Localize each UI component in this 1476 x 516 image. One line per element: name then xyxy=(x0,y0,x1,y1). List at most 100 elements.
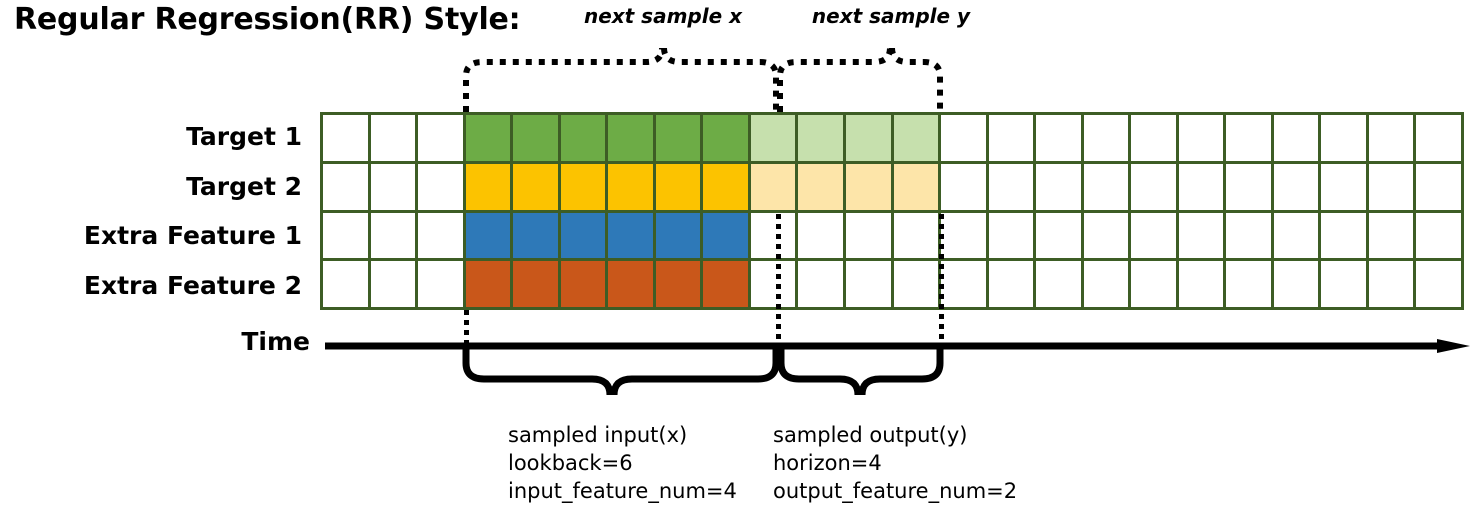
grid-cell-r2-c22-empty xyxy=(1321,163,1366,210)
annotation-sampled-input: sampled input(x) lookback=6 input_featur… xyxy=(508,422,737,506)
brace-next-sample-y-left xyxy=(777,47,893,112)
brace-next-sample-y-right xyxy=(889,47,943,112)
grid-cell-r3-c16-empty xyxy=(1036,212,1081,259)
annotation-input-line-1: sampled input(x) xyxy=(508,423,688,447)
grid-cell-r2-c23-empty xyxy=(1368,163,1414,210)
grid-cell-r4-c6-input xyxy=(560,261,606,307)
grid-cell-r1-c17-empty xyxy=(1083,115,1129,161)
grid-cell-r4-c21-empty xyxy=(1273,261,1319,307)
guide-line-output-end xyxy=(939,214,944,346)
grid-cell-r1-c12-output xyxy=(845,115,891,161)
grid-cell-r1-c19-empty xyxy=(1178,115,1224,161)
grid-cell-r1-c14-empty xyxy=(941,115,986,161)
brace-next-sample-x-left xyxy=(463,47,665,112)
grid-cell-r1-c11-output xyxy=(798,115,843,161)
grid-cell-r2-c2-empty xyxy=(370,163,416,210)
grid-cell-r4-c17-empty xyxy=(1083,261,1129,307)
grid-cell-r1-c21-empty xyxy=(1273,115,1319,161)
grid-cell-r2-c21-empty xyxy=(1273,163,1319,210)
caption-next-sample-x: next sample x xyxy=(583,4,743,28)
grid-cell-r3-c5-input xyxy=(513,212,558,259)
annotation-sampled-output: sampled output(y) horizon=4 output_featu… xyxy=(773,422,1017,506)
grid-cell-r4-c14-empty xyxy=(941,261,986,307)
grid-cell-r3-c13-empty xyxy=(893,212,939,259)
grid-cell-r4-c23-empty xyxy=(1368,261,1414,307)
grid-cell-r2-c6-input xyxy=(560,163,606,210)
timeline-grid xyxy=(320,112,1464,310)
grid-cell-r1-c16-empty xyxy=(1036,115,1081,161)
grid-cell-r3-c4-input xyxy=(465,212,511,259)
brace-sampled-input-right xyxy=(610,347,780,396)
grid-cell-r3-c24-empty xyxy=(1416,212,1461,259)
grid-cell-r2-c16-empty xyxy=(1036,163,1081,210)
grid-cell-r2-c7-input xyxy=(608,163,653,210)
grid-cell-r4-c15-empty xyxy=(988,261,1034,307)
grid-cell-r4-c24-empty xyxy=(1416,261,1461,307)
grid-cell-r1-c13-output xyxy=(893,115,939,161)
grid-cell-r1-c9-input xyxy=(703,115,748,161)
grid-cell-r1-c6-input xyxy=(560,115,606,161)
grid-cell-r3-c3-empty xyxy=(418,212,463,259)
grid-cell-r4-c13-empty xyxy=(893,261,939,307)
brace-sampled-input-left xyxy=(462,347,614,396)
grid-cell-r4-c22-empty xyxy=(1321,261,1366,307)
grid-cell-r1-c1-empty xyxy=(323,115,368,161)
grid-cell-r2-c20-empty xyxy=(1226,163,1271,210)
grid-cell-r2-c18-empty xyxy=(1131,163,1176,210)
row-label-target-2: Target 2 xyxy=(186,171,302,201)
caption-next-sample-y: next sample y xyxy=(811,4,971,28)
grid-cell-r4-c11-empty xyxy=(798,261,843,307)
annotation-output-line-1: sampled output(y) xyxy=(773,423,968,447)
grid-cell-r2-c13-output xyxy=(893,163,939,210)
grid-cell-r3-c17-empty xyxy=(1083,212,1129,259)
grid-cell-r4-c5-input xyxy=(513,261,558,307)
time-axis-label: Time xyxy=(241,327,310,356)
brace-next-sample-x-right xyxy=(661,47,779,112)
page-title: Regular Regression(RR) Style: xyxy=(14,2,521,37)
grid-cell-r3-c18-empty xyxy=(1131,212,1176,259)
grid-cell-r4-c19-empty xyxy=(1178,261,1224,307)
grid-cell-r3-c8-input xyxy=(655,212,701,259)
grid-cell-r1-c5-input xyxy=(513,115,558,161)
grid-cell-r2-c17-empty xyxy=(1083,163,1129,210)
row-label-extra-feature-1: Extra Feature 1 xyxy=(83,221,302,251)
time-axis-arrow xyxy=(325,339,1470,353)
grid-cell-r1-c15-empty xyxy=(988,115,1034,161)
grid-cell-r1-c22-empty xyxy=(1321,115,1366,161)
grid-cell-r2-c3-empty xyxy=(418,163,463,210)
grid-cell-r2-c19-empty xyxy=(1178,163,1224,210)
grid-cell-r3-c6-input xyxy=(560,212,606,259)
grid-cell-r1-c24-empty xyxy=(1416,115,1461,161)
grid-cell-r4-c9-input xyxy=(703,261,748,307)
grid-cell-r3-c20-empty xyxy=(1226,212,1271,259)
grid-cell-r4-c18-empty xyxy=(1131,261,1176,307)
grid-cell-r4-c7-input xyxy=(608,261,653,307)
grid-cell-r2-c15-empty xyxy=(988,163,1034,210)
grid-cell-r1-c18-empty xyxy=(1131,115,1176,161)
grid-cell-r1-c8-input xyxy=(655,115,701,161)
grid-cell-r2-c9-input xyxy=(703,163,748,210)
guide-line-input-end xyxy=(776,214,781,346)
guide-line-input-start xyxy=(464,310,469,346)
grid-cell-r3-c10-empty xyxy=(750,212,796,259)
row-label-target-1: Target 1 xyxy=(186,122,302,152)
grid-cell-r3-c22-empty xyxy=(1321,212,1366,259)
grid-cell-r1-c7-input xyxy=(608,115,653,161)
annotation-input-line-3: input_feature_num=4 xyxy=(508,478,737,503)
grid-cell-r4-c1-empty xyxy=(323,261,368,307)
grid-cell-r2-c4-input xyxy=(465,163,511,210)
grid-cell-r4-c16-empty xyxy=(1036,261,1081,307)
grid-cell-r3-c11-empty xyxy=(798,212,843,259)
grid-cell-r3-c14-empty xyxy=(941,212,986,259)
grid-cell-r3-c9-input xyxy=(703,212,748,259)
grid-cell-r4-c10-empty xyxy=(750,261,796,307)
grid-cell-r4-c12-empty xyxy=(845,261,891,307)
grid-cell-r3-c19-empty xyxy=(1178,212,1224,259)
row-label-column: Target 1 Target 2 Extra Feature 1 Extra … xyxy=(0,112,310,310)
grid-cell-r1-c2-empty xyxy=(370,115,416,161)
grid-cell-r2-c10-output xyxy=(750,163,796,210)
grid-cell-r3-c23-empty xyxy=(1368,212,1414,259)
grid-cell-r4-c2-empty xyxy=(370,261,416,307)
grid-cell-r2-c11-output xyxy=(798,163,843,210)
grid-cell-r3-c15-empty xyxy=(988,212,1034,259)
